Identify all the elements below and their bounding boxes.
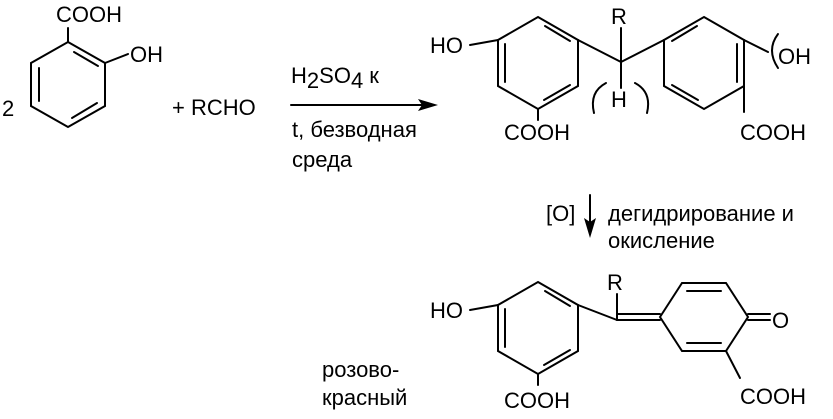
conditions-line-2: среда (292, 147, 353, 172)
product-color-line-2: красный (322, 385, 407, 410)
product-aromatic-ring (497, 280, 579, 376)
salicylic-acid-oh-label: OH (130, 42, 163, 67)
conditions-line-1: t, безводная (292, 117, 417, 142)
intermediate-left-double-bond (543, 84, 571, 101)
intermediate-structure: HO COOH R H OH COOH (430, 4, 811, 145)
intermediate-oh-bond (743, 39, 769, 53)
h-cleavage-arc-left (591, 82, 607, 114)
reaction-arrowhead (418, 99, 438, 111)
aldehyde-reagent: + RCHO (172, 95, 256, 120)
oxidant-label: [O] (546, 201, 575, 226)
product-r-label: R (607, 270, 623, 295)
product-aromatic-double-bond (543, 349, 571, 366)
product-structure: HO COOH R O COOH розово- красный (322, 270, 806, 413)
methane-to-right-ring-bond (620, 39, 665, 63)
salicylic-acid-double-bond (71, 102, 98, 119)
oxidation-arrowhead (584, 218, 596, 238)
product-ho-bond (469, 304, 499, 311)
product-ho-label: HO (430, 298, 463, 323)
h-cleavage-arc-right (634, 82, 650, 114)
intermediate-right-double-bond (671, 25, 698, 42)
intermediate-left-cooh-label: COOH (504, 120, 570, 145)
product-quinoid-ring (658, 282, 750, 352)
methane-to-left-ring-bond (577, 39, 622, 63)
stoichiometric-coefficient: 2 (2, 96, 14, 121)
oxidation-description-line-2: окисление (608, 228, 715, 253)
intermediate-ho-label: HO (430, 33, 463, 58)
intermediate-left-double-bond (544, 25, 571, 42)
oxidation-step: [O] дегидрирование и окисление (546, 194, 794, 253)
salicylic-acid-structure: COOH OH 2 (2, 2, 163, 129)
product-aromatic-double-bond (544, 290, 571, 307)
intermediate-r-label: R (611, 4, 627, 29)
product-right-cooh-bond (725, 350, 741, 379)
salicylic-acid-double-bond (73, 51, 99, 67)
salicylic-acid-ring (30, 40, 106, 129)
intermediate-h-label: H (611, 87, 627, 112)
intermediate-left-ring (497, 15, 579, 111)
oxidation-description-line-1: дегидрирование и (608, 201, 794, 226)
oh-cleavage-arc (771, 33, 779, 69)
product-carbonyl-o-label: O (772, 308, 789, 333)
intermediate-oh-label: OH (778, 44, 811, 69)
salicylic-acid-cooh-label: COOH (56, 2, 122, 27)
product-color-line-1: розово- (322, 357, 399, 382)
intermediate-ho-bond (469, 39, 499, 46)
intermediate-right-cooh-label: COOH (740, 120, 806, 145)
product-right-cooh-label: COOH (740, 384, 806, 409)
product-ring-to-carbon-bond (577, 304, 618, 321)
salicylic-acid-oh-bond (104, 53, 129, 64)
intermediate-right-ring (663, 15, 745, 111)
product-left-cooh-label: COOH (504, 388, 570, 413)
intermediate-right-double-bond (671, 84, 699, 101)
